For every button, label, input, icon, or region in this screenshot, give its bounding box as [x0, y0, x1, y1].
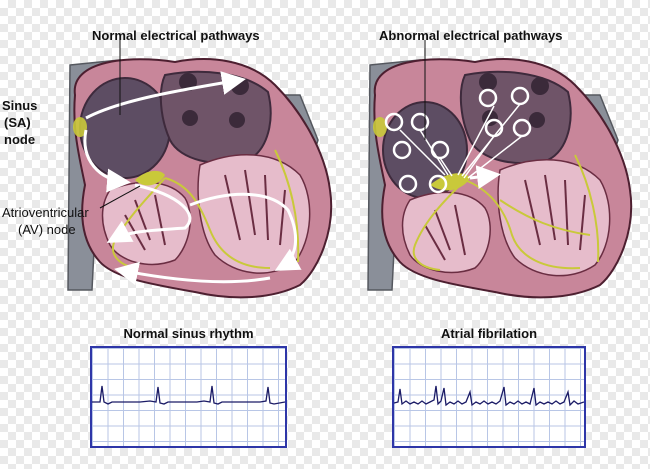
abnormal-pathways-title: Abnormal electrical pathways [379, 28, 563, 43]
av-node-label-line1: Atrioventricular [2, 205, 89, 220]
afib-title: Atrial fibrilation [440, 326, 538, 341]
afib-ecg [392, 346, 586, 448]
av-node-label-line2: (AV) node [18, 222, 76, 237]
sa-node-label-line1: Sinus [2, 98, 38, 113]
normal-rhythm-ecg [90, 346, 287, 448]
abnormal-heart [367, 40, 633, 299]
normal-rhythm-title: Normal sinus rhythm [123, 326, 254, 341]
afib-ecg-trace [394, 385, 584, 407]
normal-ecg-trace [92, 385, 285, 405]
normal-pathways-title: Normal electrical pathways [92, 28, 260, 43]
sa-node-label-line3: node [4, 132, 36, 147]
normal-heart [67, 38, 333, 299]
sa-node-label-line2: (SA) [4, 115, 31, 130]
